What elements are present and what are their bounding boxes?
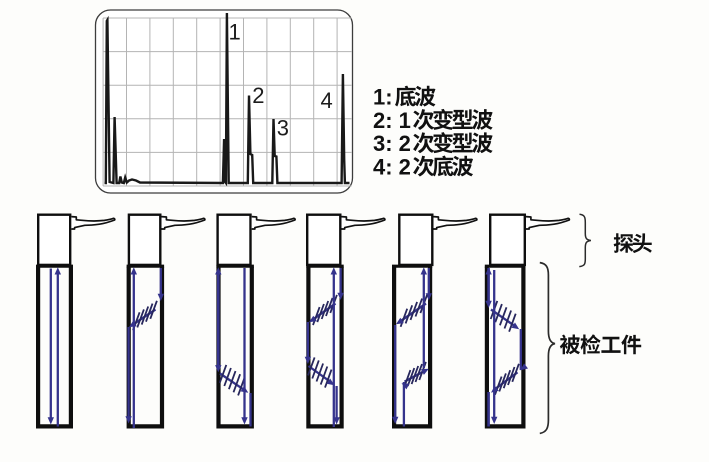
svg-text:4: 2: 4: 2: [373, 154, 411, 179]
svg-text:4: 4: [321, 88, 333, 113]
svg-text:3: 3: [277, 116, 289, 141]
svg-text:2: 2: [252, 83, 264, 108]
svg-text:2: 1: 2: 1: [373, 108, 411, 133]
svg-text:1:: 1:: [373, 85, 393, 110]
svg-text:1: 1: [229, 20, 241, 45]
svg-text:3: 2: 3: 2: [373, 131, 411, 156]
